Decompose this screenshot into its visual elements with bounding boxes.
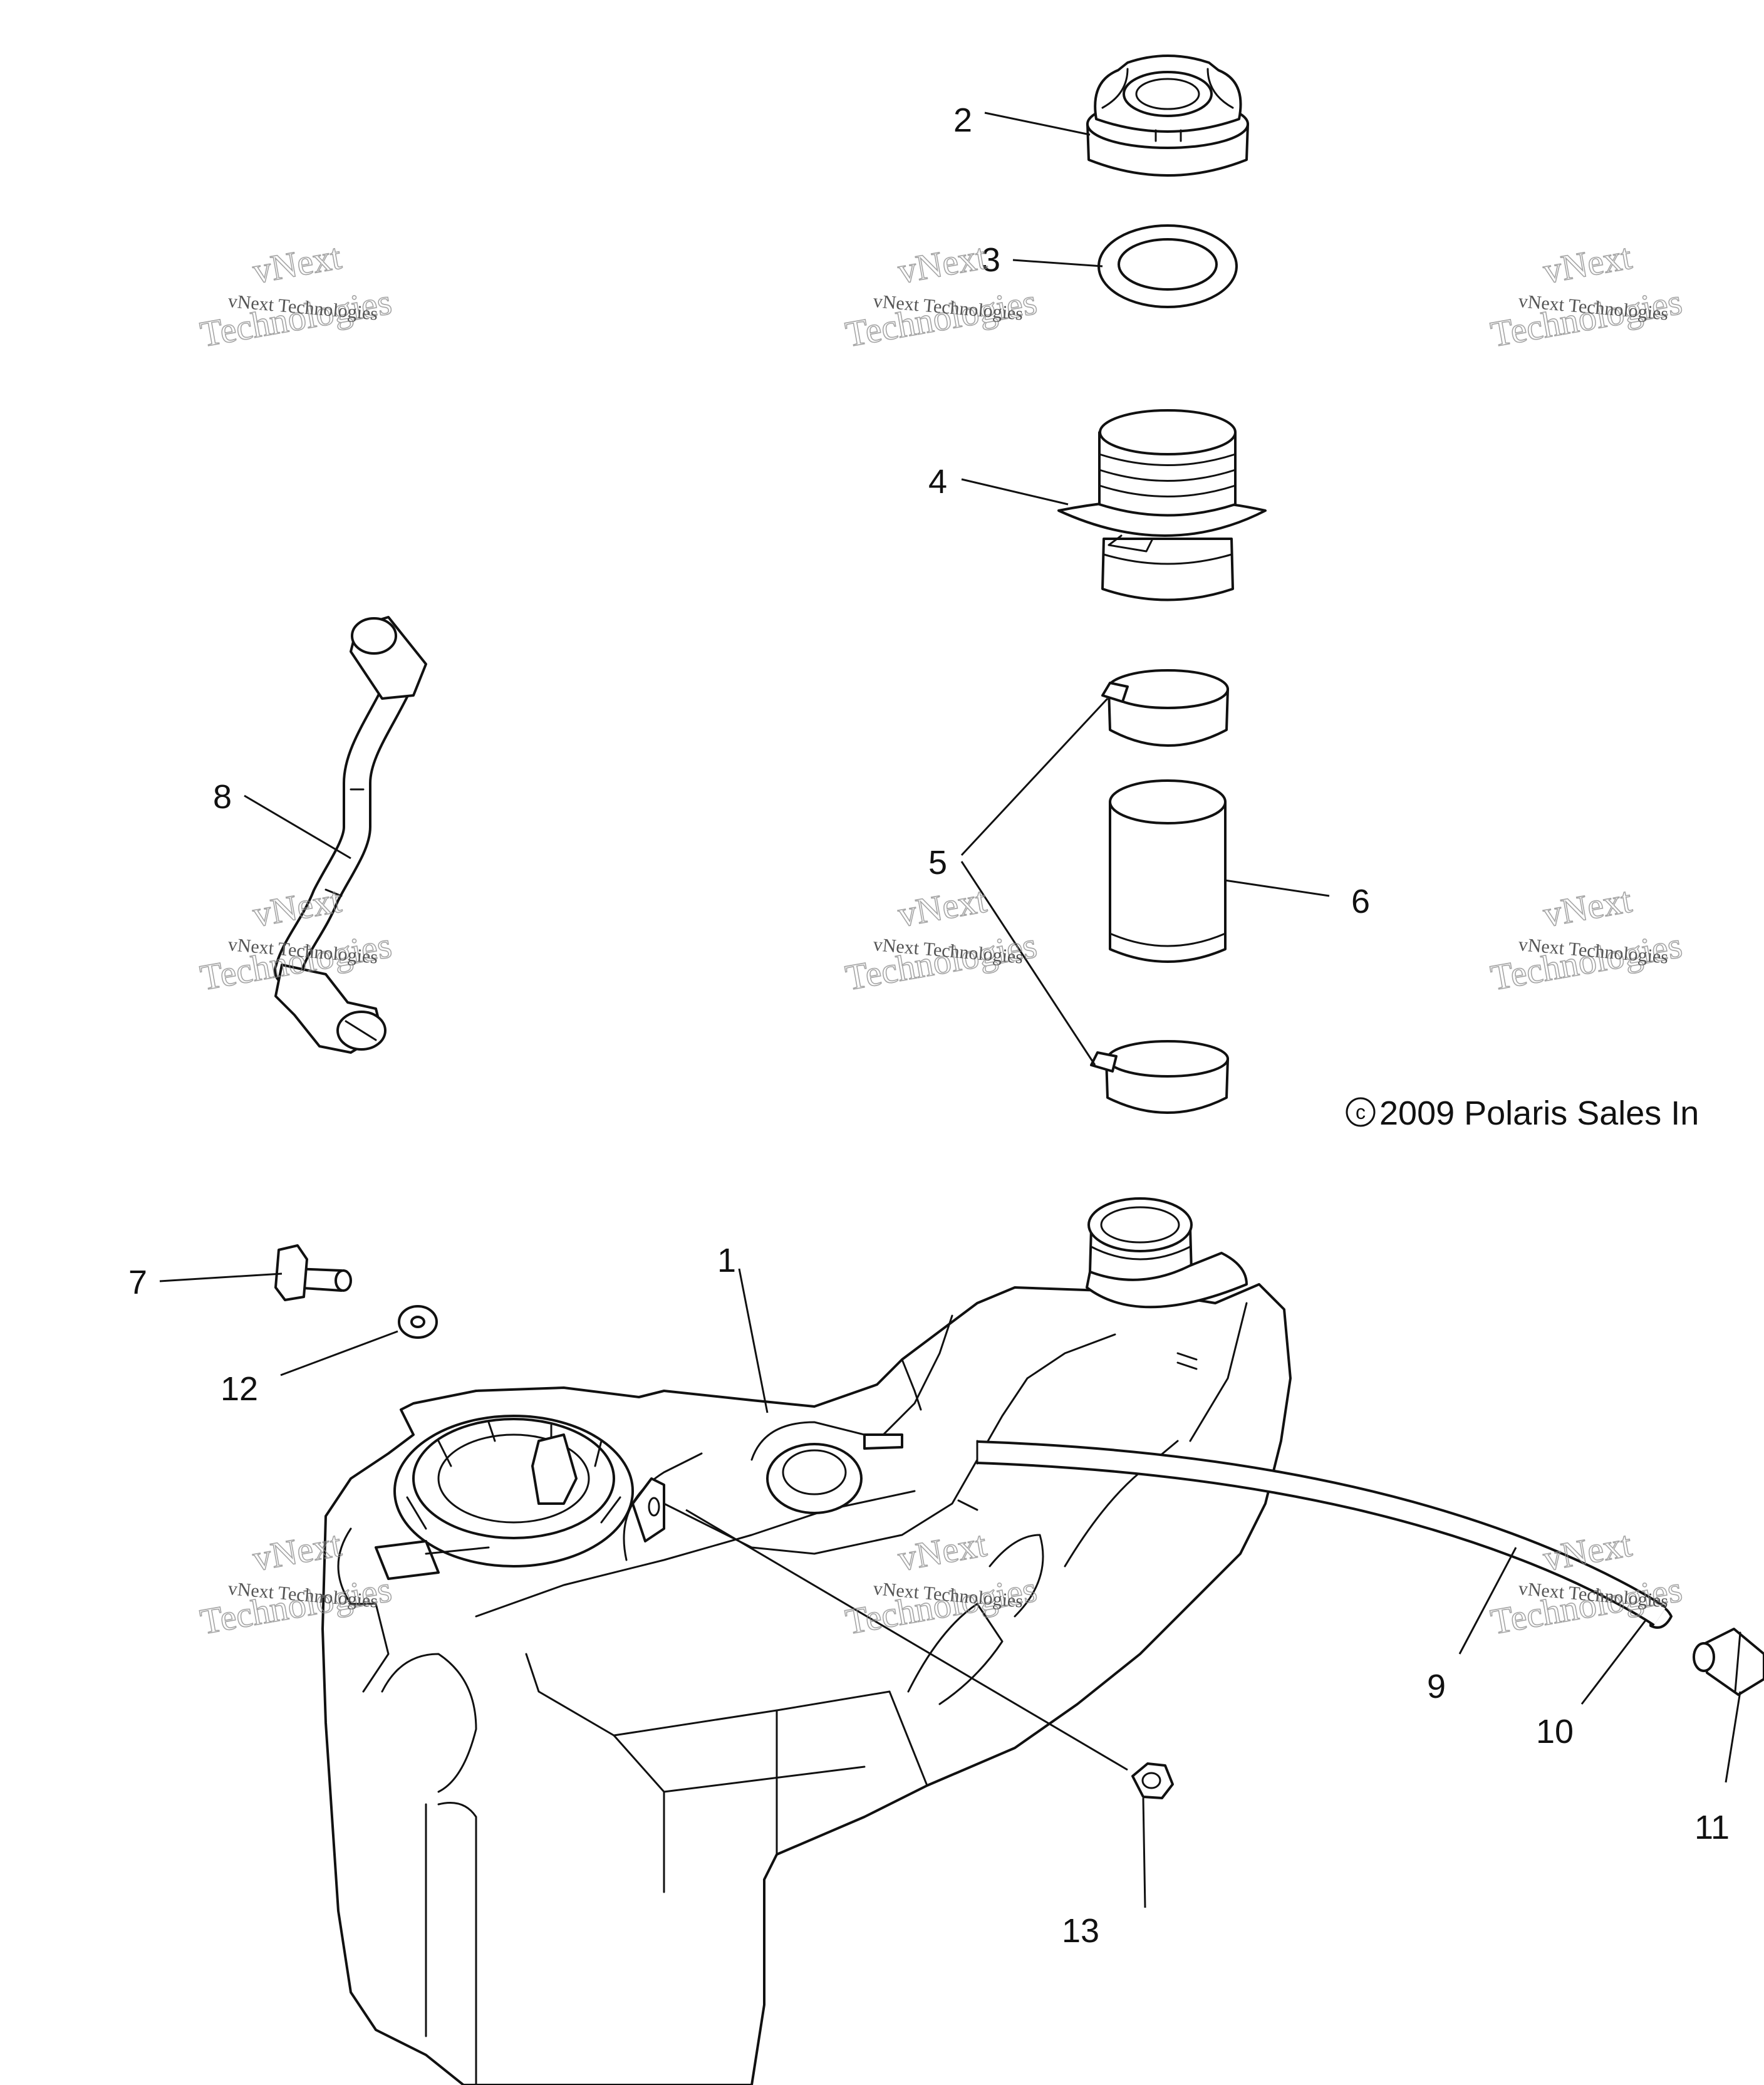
watermark: vNext Technologies vNext Technologies [842, 879, 1040, 999]
callout-13: 13 [1062, 1912, 1099, 1950]
callout-2: 2 [953, 101, 972, 139]
callout-7: 7 [128, 1264, 147, 1301]
fuel-fitting [1693, 1628, 1764, 1696]
svg-text:vNext: vNext [1540, 236, 1635, 292]
callout-3: 3 [982, 241, 1000, 279]
callout-5: 5 [928, 844, 947, 881]
vent-line-hose [274, 616, 427, 1054]
callout-1: 1 [717, 1242, 736, 1279]
mounting-bolt [274, 1244, 352, 1301]
callout-labels: 2 3 4 5 6 8 7 1 12 9 10 11 13 [128, 101, 1730, 1950]
filler-neck [1057, 409, 1267, 601]
watermark: vNext Technologies vNext Technologies [842, 236, 1040, 355]
callout-9: 9 [1427, 1668, 1446, 1705]
copyright-symbol: c [1356, 1101, 1366, 1123]
callout-6: 6 [1351, 883, 1370, 920]
filler-hose [1109, 779, 1227, 963]
callout-10: 10 [1536, 1713, 1574, 1750]
svg-text:vNext: vNext [895, 880, 990, 935]
washer [398, 1305, 438, 1339]
hose-clamp-upper [1101, 669, 1229, 747]
cap-seal-ring [1097, 224, 1238, 308]
svg-text:vNext: vNext [1540, 1524, 1635, 1579]
fuel-cap [1086, 55, 1249, 177]
watermark: vNext Technologies vNext Technologies [197, 236, 395, 355]
callout-4: 4 [928, 463, 947, 501]
watermark: vNext Technologies vNext Technologies [1487, 879, 1686, 999]
hex-nut [1131, 1762, 1174, 1799]
callout-8: 8 [213, 778, 232, 816]
copyright-text: 2009 Polaris Sales In [1379, 1094, 1699, 1132]
watermark: vNext Technologies vNext Technologies [1487, 236, 1686, 355]
svg-text:vNext: vNext [895, 236, 990, 292]
hose-clamp-lower [1090, 1040, 1229, 1114]
callout-12: 12 [220, 1370, 258, 1408]
copyright-notice: c 2009 Polaris Sales In [1346, 1094, 1699, 1132]
fuel-tank [321, 1197, 1292, 2085]
svg-text:vNext: vNext [1540, 880, 1635, 935]
copyright-circle-icon [1346, 1097, 1376, 1127]
svg-text:vNext: vNext [250, 236, 345, 292]
leader-lines [159, 112, 1741, 1908]
callout-11: 11 [1694, 1809, 1730, 1846]
fuel-line-hose [976, 1440, 1667, 1626]
svg-text:vNext: vNext [250, 880, 345, 935]
